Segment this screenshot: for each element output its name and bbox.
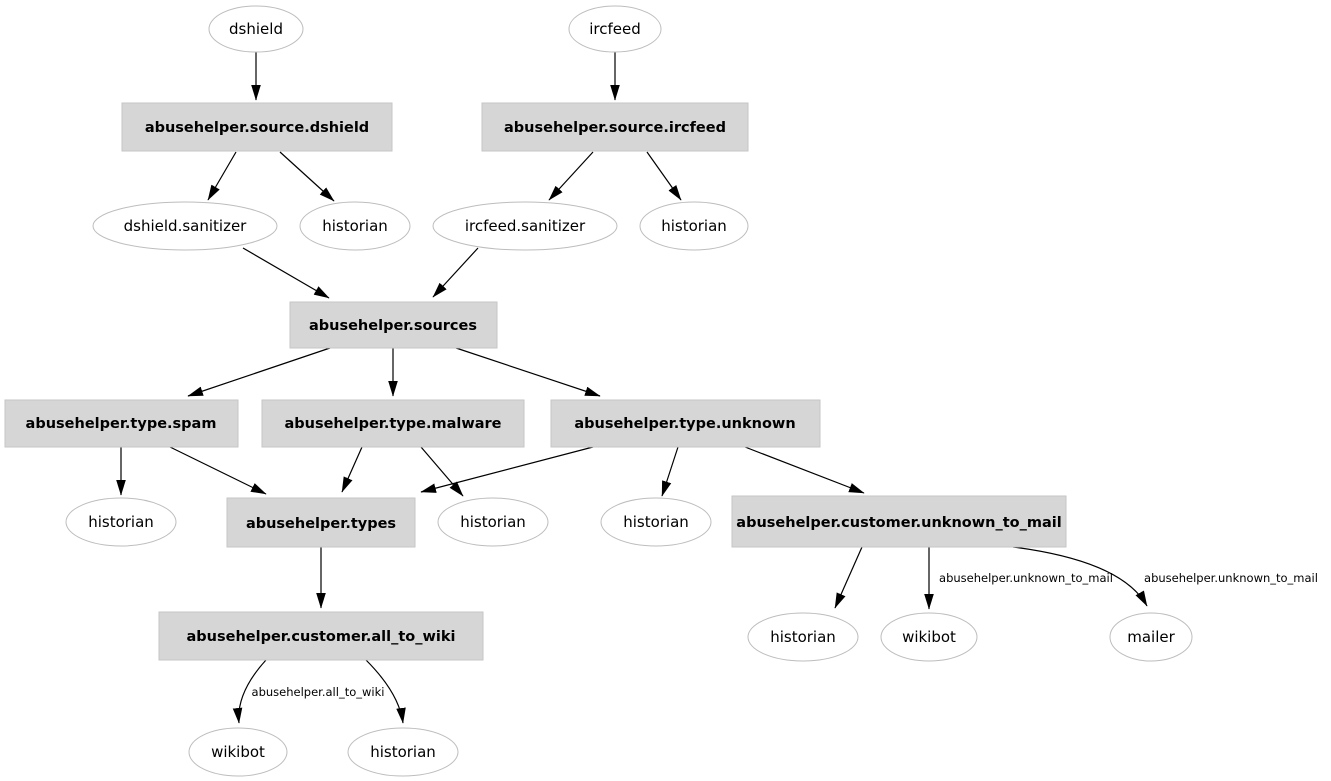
node-dshield: dshield	[208, 5, 304, 53]
edge-sources-type_spam	[187, 347, 331, 397]
node-wikibot-2-label: wikibot	[211, 743, 265, 761]
edge-type_unknown-types	[420, 446, 594, 493]
node-wikibot-2: wikibot	[188, 727, 288, 777]
edge-unknown_to_mail-mailer	[1012, 546, 1148, 607]
node-historian-7-shape	[347, 727, 459, 777]
node-historian-6: historian	[747, 612, 859, 662]
node-type-malware: abusehelper.type.malware	[261, 399, 525, 448]
edge-source_dshield-historian_a	[279, 151, 335, 202]
node-historian-3-label: historian	[88, 513, 154, 531]
node-type-malware-label: abusehelper.type.malware	[284, 416, 501, 432]
edge-group: abusehelper.unknown_to_mail abusehelper.…	[116, 52, 1318, 724]
node-historian-6-label: historian	[770, 628, 836, 646]
node-historian-4-label: historian	[460, 513, 526, 531]
node-historian-2-label: historian	[661, 217, 727, 235]
edge-type_unknown-historian_e	[661, 446, 679, 497]
node-historian-4: historian	[437, 497, 549, 547]
node-historian-3: historian	[65, 497, 177, 547]
node-type-spam-label: abusehelper.type.spam	[26, 416, 217, 432]
node-types-shape	[226, 497, 416, 548]
node-sources: abusehelper.sources	[289, 301, 498, 349]
edge-label-unknown_to_mail-wikibot: abusehelper.unknown_to_mail	[939, 571, 1113, 585]
node-source-ircfeed-shape	[481, 102, 749, 152]
node-wikibot-1: wikibot	[880, 612, 978, 662]
node-type-unknown: abusehelper.type.unknown	[550, 399, 821, 448]
node-source-dshield-shape	[121, 102, 393, 152]
node-customer-all-to-wiki: abusehelper.customer.all_to_wiki	[158, 611, 484, 661]
node-customer-unknown-to-mail-label: abusehelper.customer.unknown_to_mail	[736, 515, 1061, 531]
edge-type_malware-historian_d	[420, 446, 464, 497]
node-ircfeed-sanitizer-label: ircfeed.sanitizer	[465, 217, 586, 235]
node-dshield-sanitizer: dshield.sanitizer	[92, 201, 278, 251]
node-source-dshield-label: abusehelper.source.dshield	[145, 120, 369, 136]
node-historian-5: historian	[600, 497, 712, 547]
node-dshield-sanitizer-shape	[92, 201, 278, 251]
node-historian-3-shape	[65, 497, 177, 547]
node-type-spam: abusehelper.type.spam	[4, 399, 239, 448]
node-historian-7: historian	[347, 727, 459, 777]
node-customer-all-to-wiki-shape	[158, 611, 484, 661]
node-type-unknown-shape	[550, 399, 821, 448]
edge-label-all_to_wiki-wikibot: abusehelper.all_to_wiki	[252, 685, 385, 699]
edge-type_unknown-unknown_to_mail	[744, 446, 865, 494]
edge-type_spam-types	[169, 446, 267, 495]
node-customer-unknown-to-mail: abusehelper.customer.unknown_to_mail	[731, 495, 1067, 548]
edge-ircfeed_sanitizer-sources	[432, 247, 479, 298]
edge-label-unknown_to_mail-mailer: abusehelper.unknown_to_mail	[1144, 571, 1318, 585]
node-type-spam-shape	[4, 399, 239, 448]
node-wikibot-1-label: wikibot	[902, 628, 956, 646]
node-historian-2-shape	[639, 201, 749, 251]
node-historian-5-label: historian	[623, 513, 689, 531]
node-historian-1-shape	[299, 201, 411, 251]
node-dshield-sanitizer-label: dshield.sanitizer	[124, 217, 248, 235]
node-source-ircfeed-label: abusehelper.source.ircfeed	[504, 120, 726, 136]
node-historian-5-shape	[600, 497, 712, 547]
node-historian-6-shape	[747, 612, 859, 662]
edge-dshield_sanitizer-sources	[242, 247, 330, 299]
node-customer-unknown-to-mail-shape	[731, 495, 1067, 548]
node-types-label: abusehelper.types	[246, 516, 396, 532]
node-ircfeed-sanitizer: ircfeed.sanitizer	[432, 201, 618, 251]
node-source-ircfeed: abusehelper.source.ircfeed	[481, 102, 749, 152]
node-wikibot-1-shape	[880, 612, 978, 662]
edge-all_to_wiki-wikibot_b	[232, 659, 267, 724]
node-mailer-shape	[1109, 612, 1193, 662]
node-sources-label: abusehelper.sources	[309, 318, 477, 334]
node-historian-7-label: historian	[370, 743, 436, 761]
node-mailer: mailer	[1109, 612, 1193, 662]
node-ircfeed-sanitizer-shape	[432, 201, 618, 251]
edge-sources-type_unknown	[455, 347, 601, 397]
edge-source_ircfeed-ircfeed_sanitizer	[548, 151, 594, 201]
node-historian-4-shape	[437, 497, 549, 547]
node-historian-2: historian	[639, 201, 749, 251]
node-dshield-shape	[208, 5, 304, 53]
node-dshield-label: dshield	[229, 20, 283, 38]
node-type-unknown-label: abusehelper.type.unknown	[574, 416, 795, 432]
node-ircfeed-shape	[568, 5, 662, 53]
node-source-dshield: abusehelper.source.dshield	[121, 102, 393, 152]
edge-type_malware-types	[341, 446, 363, 493]
edge-unknown_to_mail-historian_f	[834, 546, 863, 609]
node-historian-1: historian	[299, 201, 411, 251]
node-mailer-label: mailer	[1127, 628, 1175, 646]
node-historian-1-label: historian	[322, 217, 388, 235]
edge-source_dshield-dshield_sanitizer	[207, 151, 237, 201]
edge-all_to_wiki-historian_g	[365, 659, 406, 724]
node-ircfeed-label: ircfeed	[589, 20, 641, 38]
node-sources-shape	[289, 301, 498, 349]
edge-source_ircfeed-historian_b	[646, 151, 682, 201]
node-types: abusehelper.types	[226, 497, 416, 548]
node-type-malware-shape	[261, 399, 525, 448]
node-customer-all-to-wiki-label: abusehelper.customer.all_to_wiki	[187, 629, 456, 645]
node-ircfeed: ircfeed	[568, 5, 662, 53]
node-wikibot-2-shape	[188, 727, 288, 777]
